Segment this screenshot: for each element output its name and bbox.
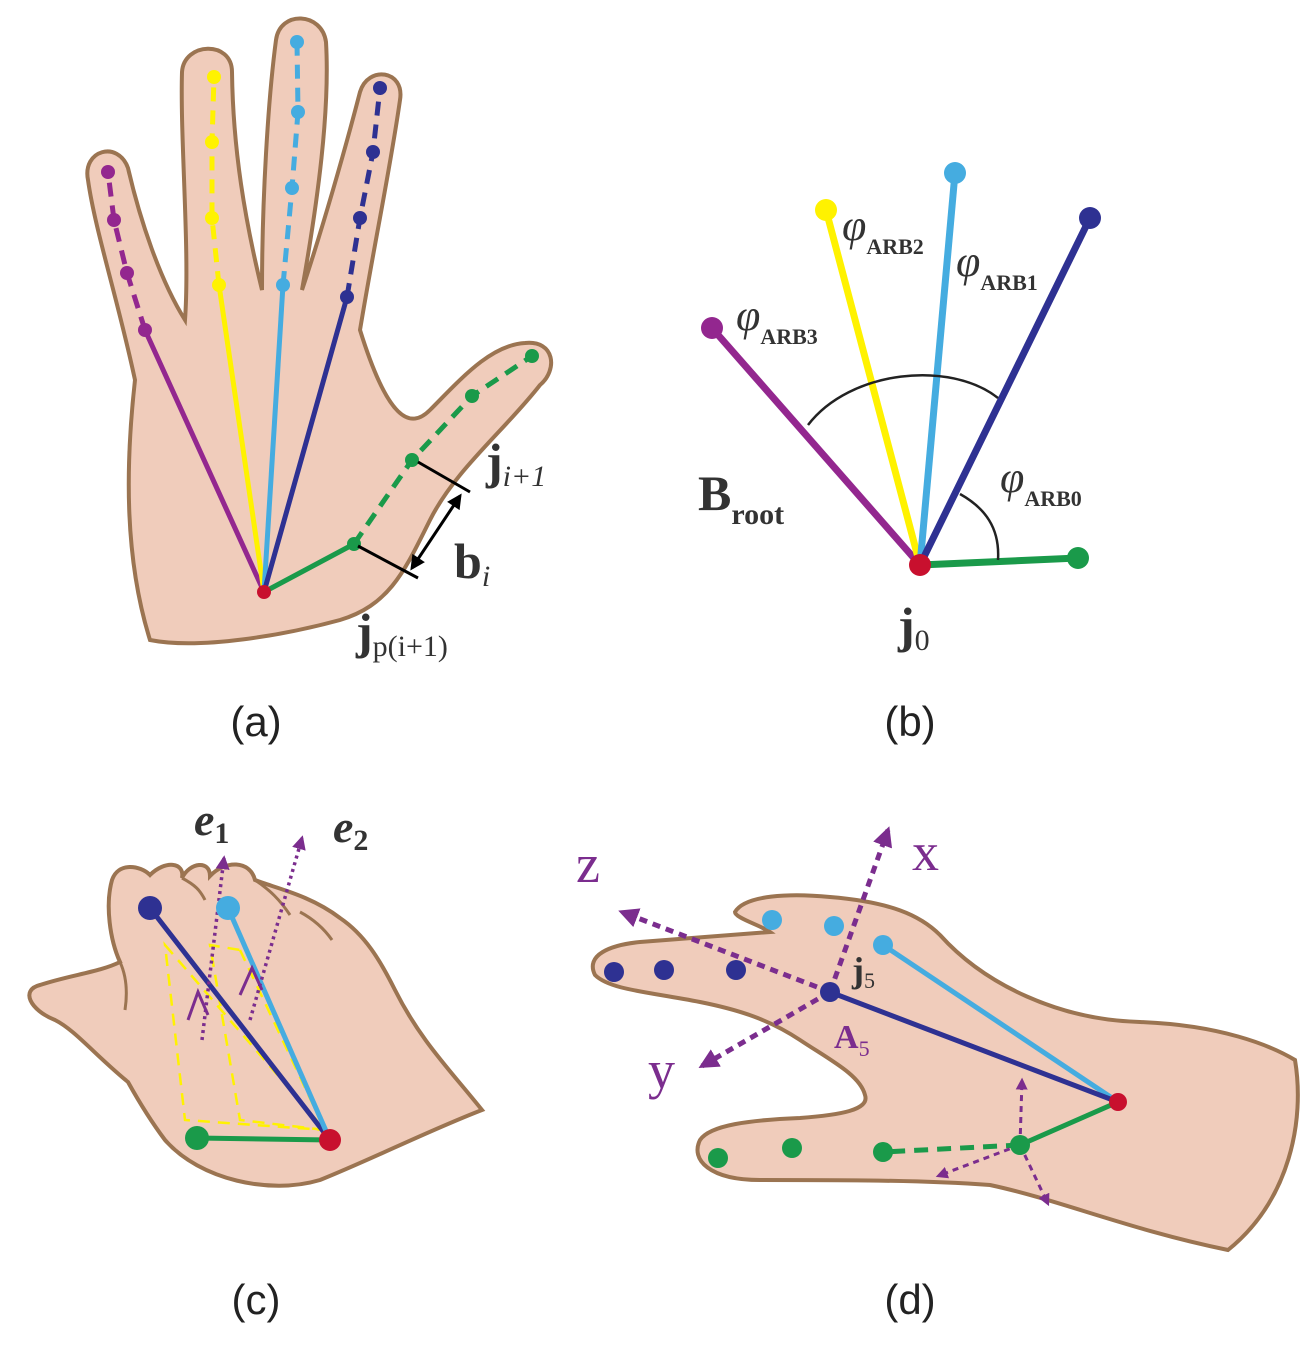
label-j0: j0 [897, 597, 930, 657]
middle-joints-d [762, 910, 893, 955]
panel-c: e1 e2 (c) [27, 794, 486, 1323]
label-b: bi [454, 533, 490, 593]
ring-base-bone [216, 284, 267, 593]
tip-ring [815, 199, 837, 221]
pinky-joints [101, 165, 152, 337]
label-x: x [912, 822, 939, 882]
caption-d: (d) [884, 1276, 935, 1323]
panel-b: φARB3 φARB2 φARB1 φARB0 Broot j0 (b) [698, 162, 1101, 745]
root-bone-middle [916, 172, 959, 566]
middle-base-bone [261, 284, 286, 593]
label-phi-arb2: φARB2 [842, 201, 924, 259]
root-joint-d [1109, 1093, 1127, 1111]
bone-length-arrow [410, 493, 462, 571]
label-e1: e1 [194, 794, 229, 850]
label-e2: e2 [333, 801, 368, 857]
index-joint-c [138, 896, 162, 920]
root-bone-thumb [919, 554, 1079, 569]
thumb-joints [347, 349, 539, 551]
label-z: z [576, 834, 600, 894]
knuckle-crease-3 [299, 910, 334, 941]
knuckle-crease-1 [181, 876, 207, 901]
knuckle-crease-4 [118, 961, 128, 1011]
axis-z [618, 908, 831, 995]
tip-index [1079, 207, 1101, 229]
angle-mark-1 [186, 987, 210, 1021]
panel-a: ji+1 bi jp(i+1) (a) [85, 16, 554, 745]
caption-a: (a) [230, 698, 281, 745]
pinky-base-bone [142, 328, 267, 594]
root-joint-c [319, 1129, 341, 1151]
small-axis-left [935, 1143, 1021, 1179]
pinky-finger-bones [105, 171, 148, 331]
hand-side-outline [590, 893, 1300, 1253]
tip-middle [944, 162, 966, 184]
label-phi-arb0: φARB0 [1000, 453, 1082, 511]
caption-b: (b) [884, 698, 935, 745]
ring-finger-bones [209, 76, 222, 286]
middle-joint-c [216, 896, 240, 920]
caption-c: (c) [232, 1276, 281, 1323]
angle-arc-arb0 [959, 492, 1000, 561]
middle-base-bone-c [225, 906, 333, 1142]
plane-outline-1 [163, 941, 328, 1132]
thumb-finger-bones [351, 353, 534, 546]
thumb-joint-c [185, 1126, 209, 1150]
root-bone-ring [822, 209, 924, 566]
panel-d: z x y j5 A5 (d) [576, 822, 1300, 1323]
root-bone-pinky [709, 325, 923, 568]
axis-x [827, 826, 893, 993]
label-j-next: ji+1 [485, 433, 546, 493]
index-base-bone [261, 296, 350, 593]
label-j-parent: jp(i+1) [355, 603, 448, 663]
label-y: y [648, 1040, 675, 1100]
thumb-base-bone [262, 541, 356, 595]
thumb-joints-d [708, 1135, 1030, 1168]
index-base-bone-c [148, 906, 332, 1142]
index-joints-d [604, 960, 840, 1002]
label-phi-arb3: φARB3 [736, 291, 818, 349]
hand-open-outline [85, 16, 554, 646]
root-joint [257, 585, 271, 599]
thumb-base-bone-d [1018, 1099, 1120, 1148]
ring-joints [205, 70, 226, 292]
index-joints [340, 81, 387, 304]
tip-thumb [1067, 547, 1089, 569]
middle-joints [276, 35, 305, 292]
tick-lower [357, 544, 419, 580]
middle-base-bone-d [881, 942, 1120, 1105]
index-base-bone-d [829, 989, 1119, 1105]
thumb-base-bone-c [196, 1135, 331, 1143]
label-b-root: Broot [698, 465, 784, 531]
tick-upper [417, 460, 471, 494]
hand-fist-outline [27, 862, 486, 1188]
axis-y [698, 989, 832, 1069]
root-bone-index [916, 216, 1094, 567]
plane-outline-2 [208, 943, 328, 1132]
angle-arc-arb3 [807, 374, 999, 426]
label-j5: j5 [851, 950, 875, 993]
angle-mark-2 [238, 964, 264, 996]
middle-finger-bones [280, 41, 301, 286]
knuckle-crease-2 [254, 878, 292, 916]
label-a5: A5 [834, 1019, 870, 1061]
label-phi-arb1: φARB1 [956, 237, 1038, 295]
root-joint-b [909, 554, 931, 576]
tip-pinky [701, 317, 723, 339]
